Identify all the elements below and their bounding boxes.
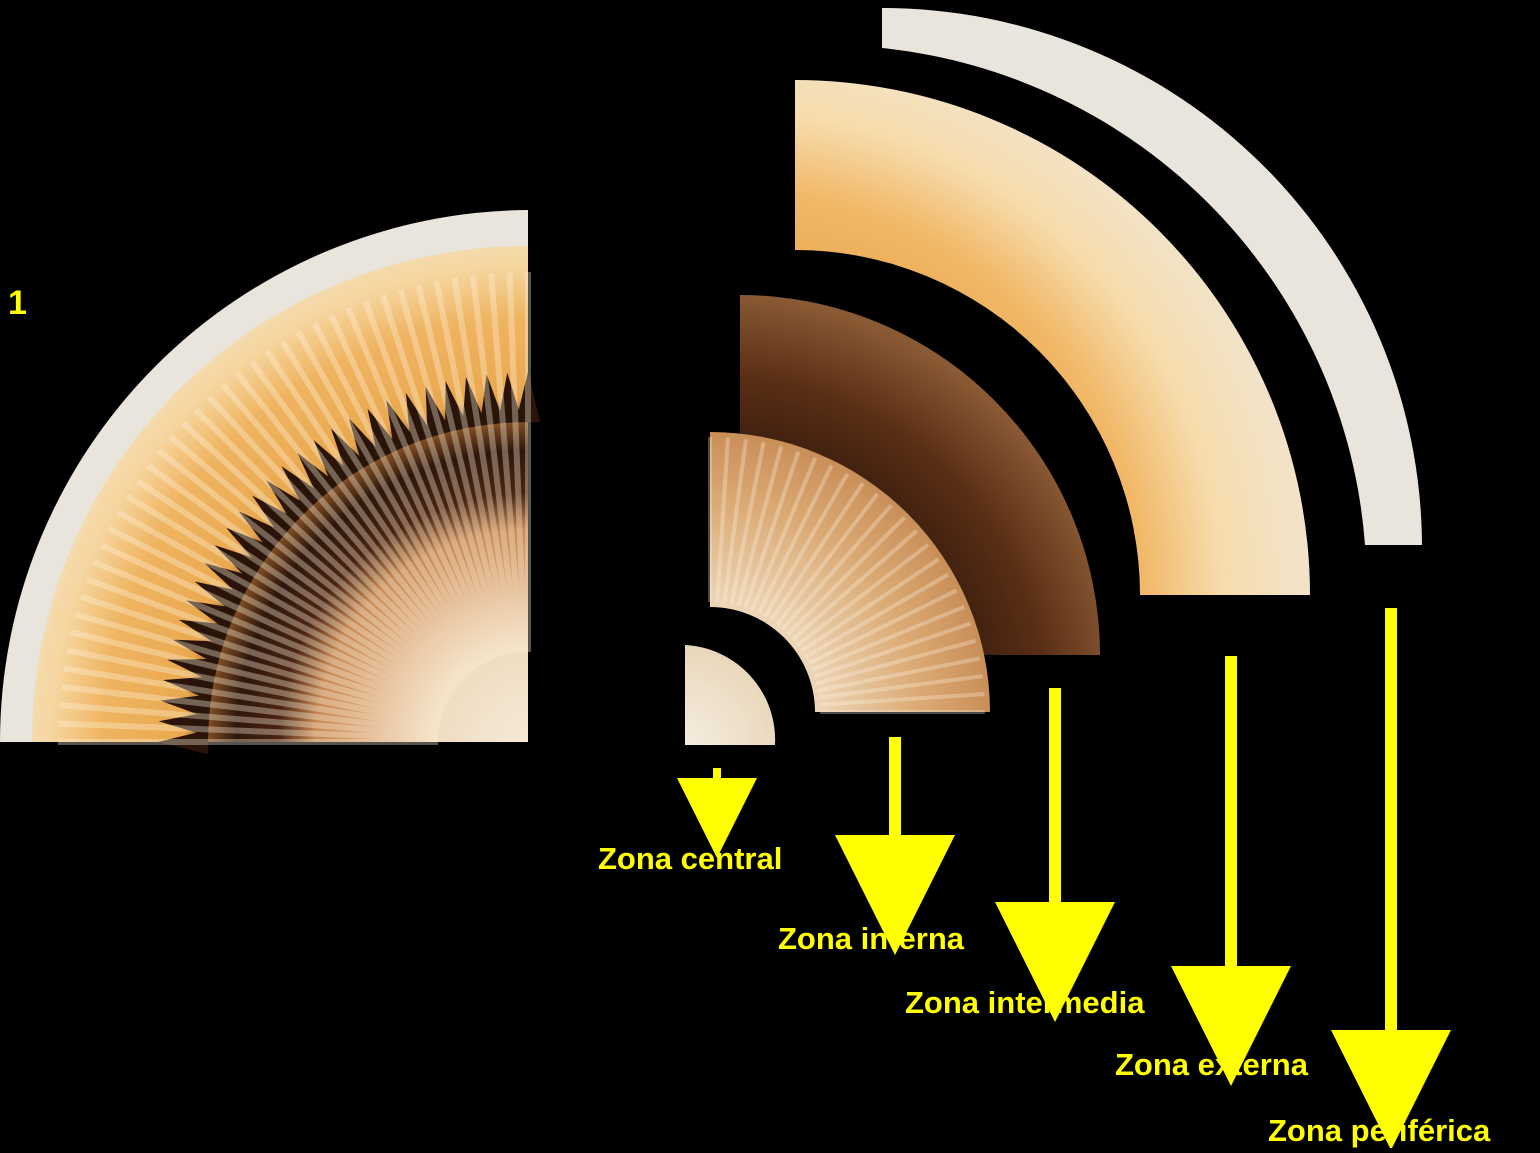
label-zona-externa: Zona externa <box>1115 1049 1308 1080</box>
label-zona-central: Zona central <box>598 843 782 874</box>
label-zona-intermedia: Zona intermedia <box>905 987 1144 1018</box>
central-zone-band <box>685 645 775 745</box>
separated-zones <box>685 8 1422 745</box>
whole-chromatogram-quadrant <box>0 210 540 754</box>
label-zona-periferica: Zona periférica <box>1268 1115 1490 1146</box>
label-zona-interna: Zona interna <box>778 923 964 954</box>
figure-number: 1 <box>8 286 27 320</box>
